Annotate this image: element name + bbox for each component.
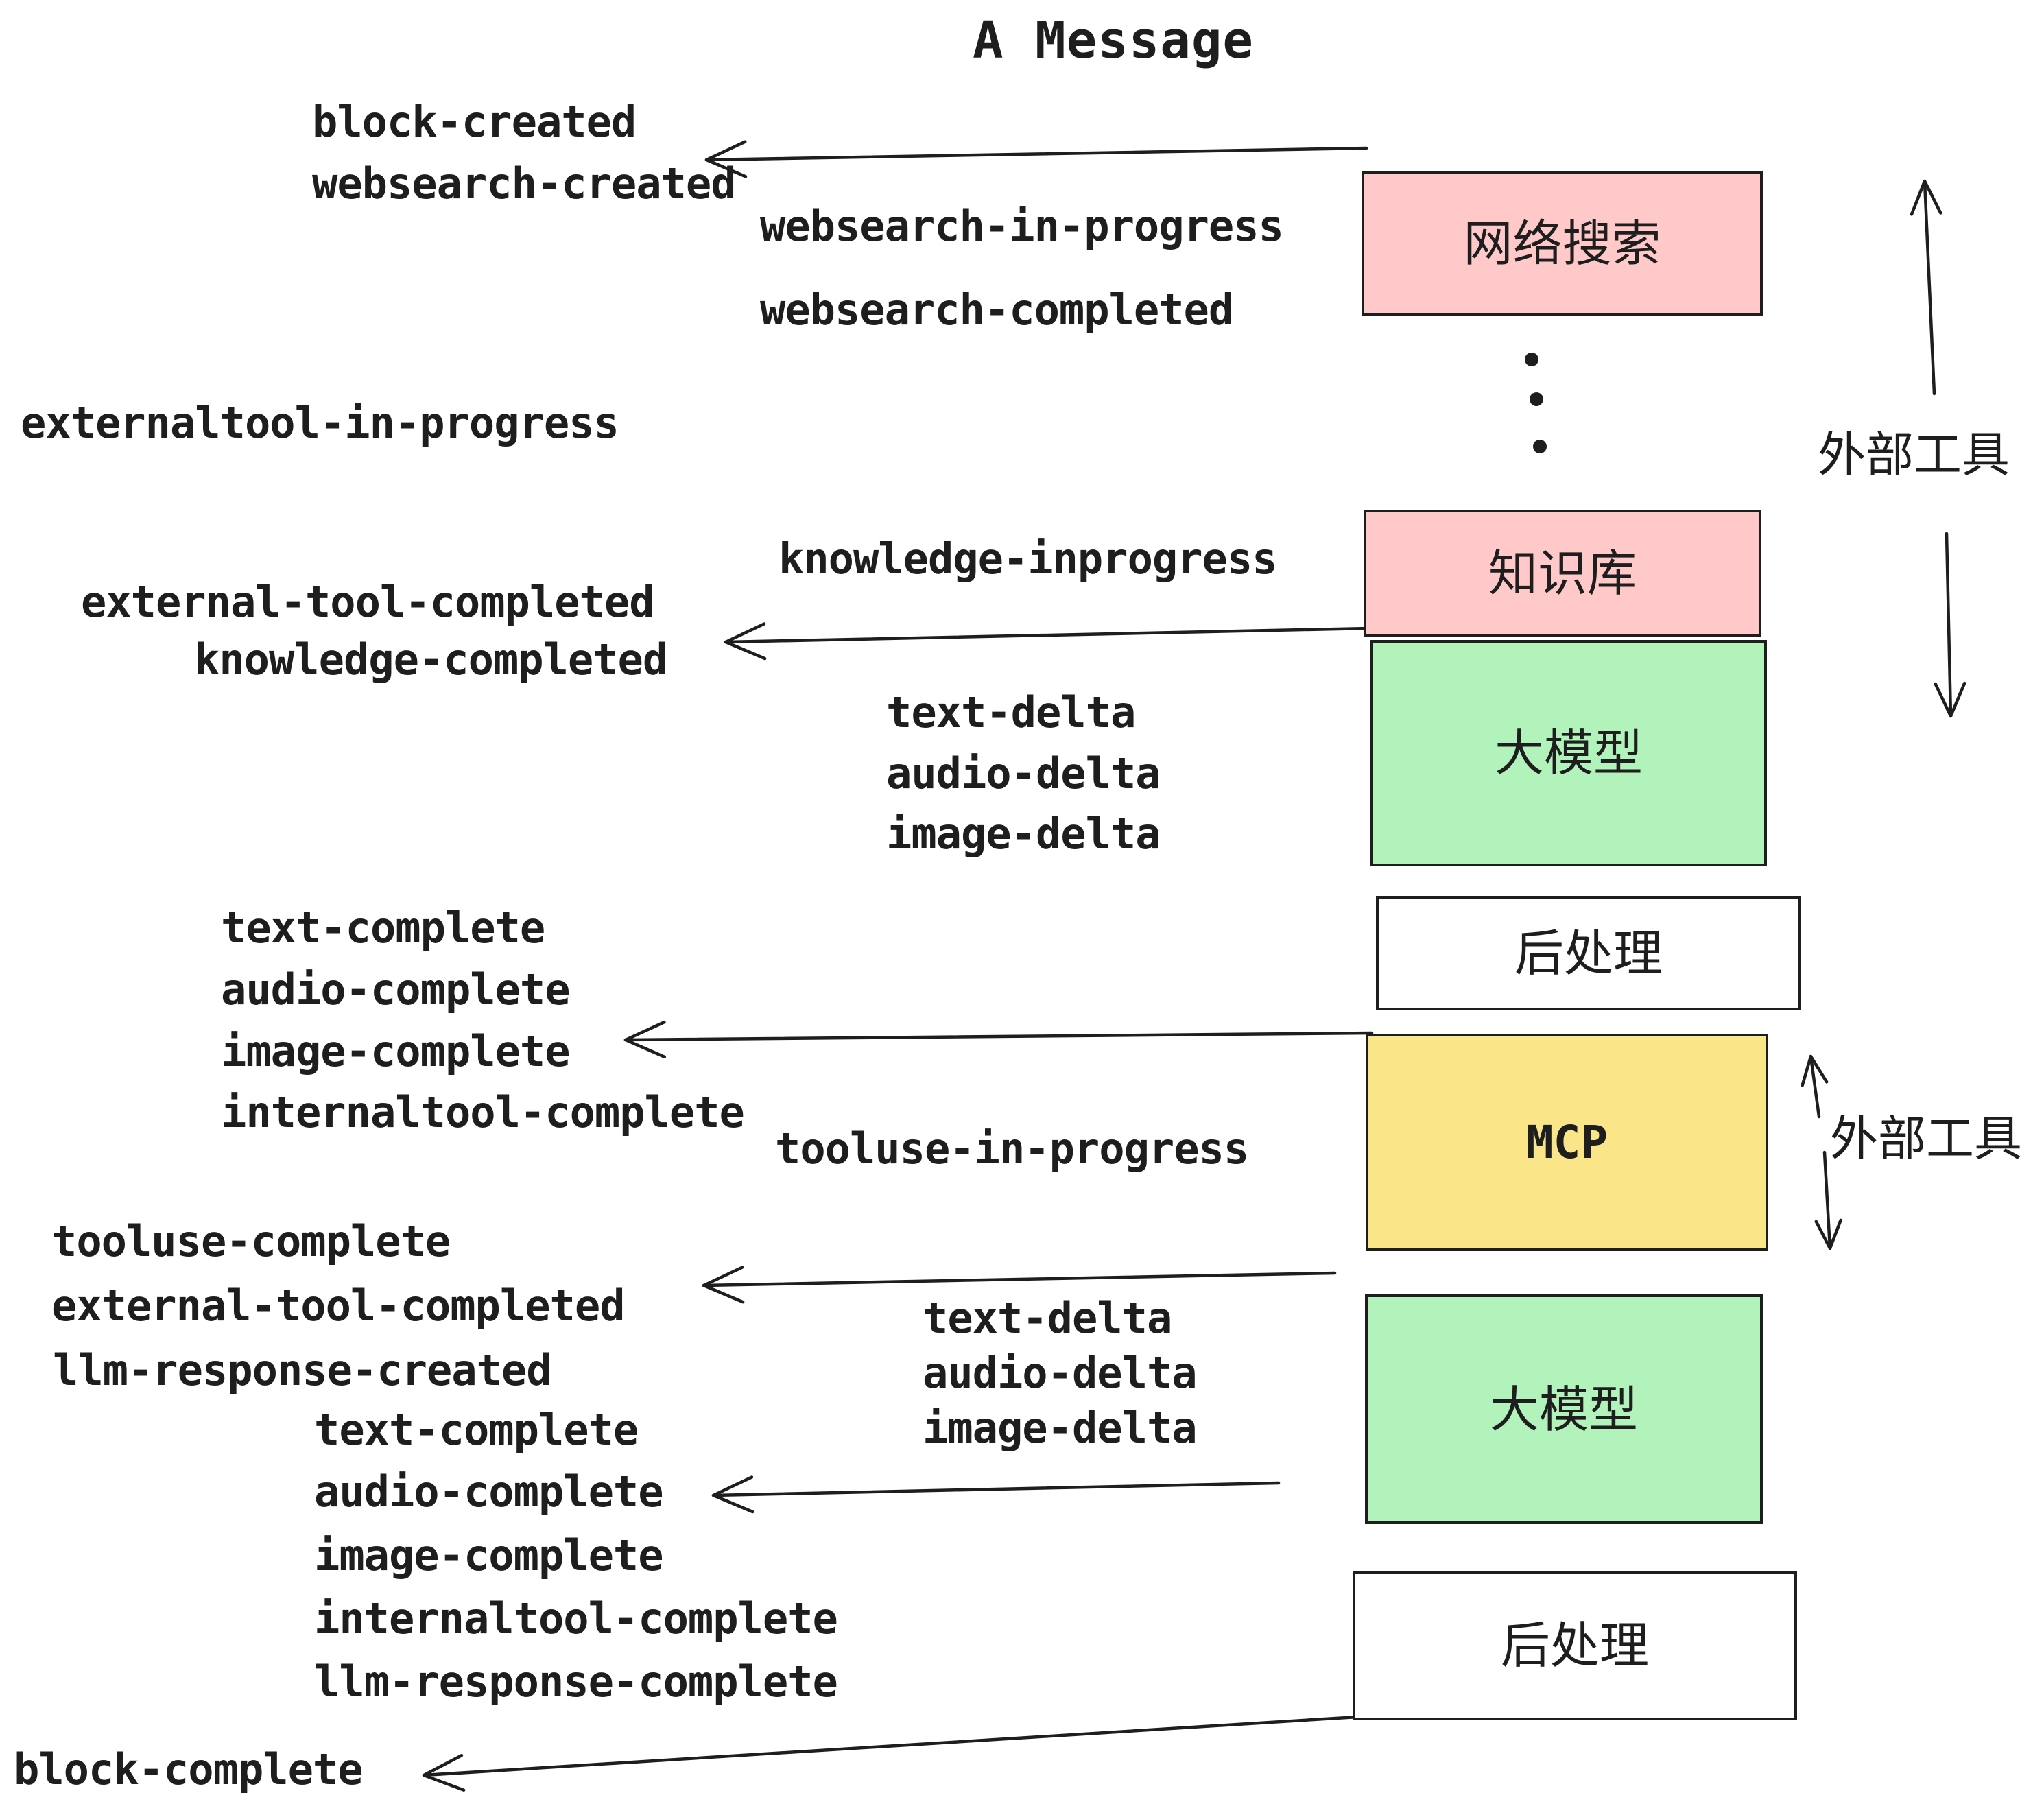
box-knowledge-base: 知识库 <box>1364 510 1761 637</box>
box-knowledge-label: 知识库 <box>1488 544 1637 602</box>
event-image-delta-2: image-delta <box>923 1403 1198 1453</box>
event-text-complete-2: text-complete <box>314 1405 639 1455</box>
box-llm-2-label: 大模型 <box>1489 1380 1638 1438</box>
event-external-tool-completed-2: external-tool-completed <box>51 1281 626 1331</box>
external-tools-top-down-arrow <box>1934 532 1966 718</box>
box-postprocess-1-label: 后处理 <box>1514 924 1663 982</box>
box-websearch: 网络搜索 <box>1362 171 1763 316</box>
event-block-created: block-created <box>312 97 637 147</box>
arrow-to-knowledge-completed <box>724 622 1371 661</box>
event-audio-delta: audio-delta <box>886 748 1161 798</box>
event-audio-complete: audio-complete <box>221 964 571 1014</box>
arrow-to-audio-complete-2 <box>711 1475 1281 1514</box>
event-knowledge-inprogress: knowledge-inprogress <box>779 534 1278 584</box>
event-text-delta-2: text-delta <box>923 1293 1172 1343</box>
ellipsis-dot-icon <box>1533 440 1547 453</box>
arrow-to-external-tool-completed-2 <box>702 1266 1337 1304</box>
event-tooluse-complete: tooluse-complete <box>51 1216 451 1266</box>
arrow-to-image-complete <box>623 1020 1374 1059</box>
event-image-complete: image-complete <box>221 1026 571 1076</box>
event-knowledge-completed: knowledge-completed <box>194 634 668 685</box>
event-external-tool-completed: external-tool-completed <box>81 577 655 627</box>
box-llm-1-label: 大模型 <box>1494 724 1643 782</box>
ellipsis-dot-icon <box>1525 353 1538 366</box>
event-internaltool-complete-2: internaltool-complete <box>314 1593 838 1643</box>
event-llm-response-complete: llm-response-complete <box>314 1657 838 1707</box>
event-image-complete-2: image-complete <box>314 1530 664 1580</box>
box-mcp: MCP <box>1366 1034 1768 1251</box>
event-websearch-created: websearch-created <box>312 158 737 209</box>
arrow-to-block-complete <box>422 1715 1360 1792</box>
external-tools-top-up-arrow <box>1910 179 1942 396</box>
box-llm-2: 大模型 <box>1365 1294 1763 1524</box>
event-externaltool-in-progress: externaltool-in-progress <box>21 398 619 448</box>
box-mcp-label: MCP <box>1525 1115 1608 1169</box>
box-llm-1: 大模型 <box>1370 640 1767 866</box>
ellipsis-dot-icon <box>1530 392 1543 406</box>
box-postprocess-1: 后处理 <box>1376 896 1801 1010</box>
event-tooluse-in-progress: tooluse-in-progress <box>775 1124 1249 1174</box>
event-audio-delta-2: audio-delta <box>923 1348 1198 1398</box>
event-block-complete: block-complete <box>14 1744 364 1794</box>
box-postprocess-2: 后处理 <box>1353 1571 1797 1720</box>
event-audio-complete-2: audio-complete <box>314 1467 664 1517</box>
event-text-complete: text-complete <box>221 903 545 953</box>
event-text-delta: text-delta <box>886 687 1136 737</box>
event-websearch-completed: websearch-completed <box>760 285 1234 335</box>
event-llm-response-created: llm-response-created <box>53 1345 552 1395</box>
event-websearch-in-progress: websearch-in-progress <box>760 201 1284 251</box>
box-postprocess-2-label: 后处理 <box>1500 1617 1649 1674</box>
external-tools-bottom-down-arrow <box>1814 1150 1842 1250</box>
arrow-to-block-created <box>704 140 1368 178</box>
label-external-tools-top: 外部工具 <box>1818 427 2010 483</box>
external-tools-bottom-up-arrow <box>1801 1054 1829 1119</box>
event-image-delta: image-delta <box>886 809 1161 859</box>
box-websearch-label: 网络搜索 <box>1463 215 1661 272</box>
diagram-title: A Message <box>973 11 1254 70</box>
event-internaltool-complete: internaltool-complete <box>221 1087 745 1137</box>
label-external-tools-bottom: 外部工具 <box>1830 1111 2022 1167</box>
